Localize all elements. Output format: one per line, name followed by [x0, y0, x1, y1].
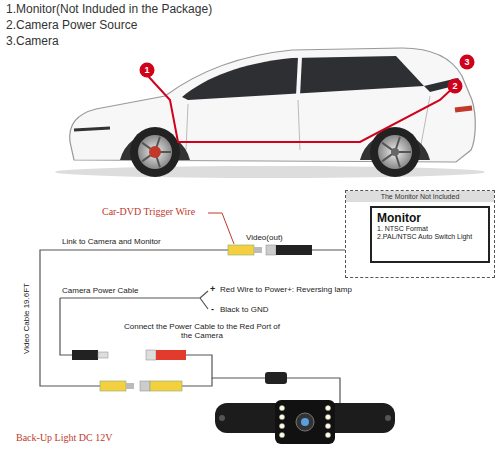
legend-item: 2.Camera Power Source: [6, 19, 137, 33]
led: [325, 405, 330, 410]
monitor-screen: Monitor1. NTSC Format2.PAL/NTSC Auto Swi…: [370, 206, 490, 263]
port-label: Video(out): [246, 233, 283, 242]
led: [279, 414, 284, 419]
callout-number: 2: [448, 79, 462, 93]
instruction-note: Connect the Power Cable to the Red Port …: [122, 322, 282, 340]
cable-label: Link to Camera and Monitor: [62, 237, 161, 246]
screen-title: Monitor: [377, 211, 483, 225]
monitor-package-box: The Monitor Not IncludedMonitor1. NTSC F…: [345, 190, 495, 278]
cable-label: Video Cable 19.6FT: [22, 283, 31, 354]
box-heading: The Monitor Not Included: [346, 191, 494, 202]
led: [325, 414, 330, 419]
legend-item: 1.Monitor(Not Induded in the Package): [6, 3, 212, 17]
legend-item: 3.Camera: [6, 35, 59, 49]
polarity-sign: +: [210, 284, 215, 294]
led: [279, 432, 284, 437]
callout-number: 1: [140, 63, 154, 77]
led: [325, 423, 330, 428]
power-label: Back-Up Light DC 12V: [16, 432, 112, 444]
screen-note: 1. NTSC Format: [377, 225, 483, 233]
screen-note: 2.PAL/NTSC Auto Switch Light: [377, 233, 483, 241]
callout-number: 3: [460, 55, 474, 69]
polarity-sign: -: [211, 304, 214, 314]
led: [325, 432, 330, 437]
led: [279, 423, 284, 428]
wire-label: Car-DVD Trigger Wire: [102, 206, 195, 218]
cable-label: Camera Power Cable: [62, 286, 138, 295]
led: [279, 405, 284, 410]
wire-label: Black to GND: [220, 305, 268, 314]
wire-label: Red Wire to Power+: Reversing lamp: [220, 285, 352, 294]
